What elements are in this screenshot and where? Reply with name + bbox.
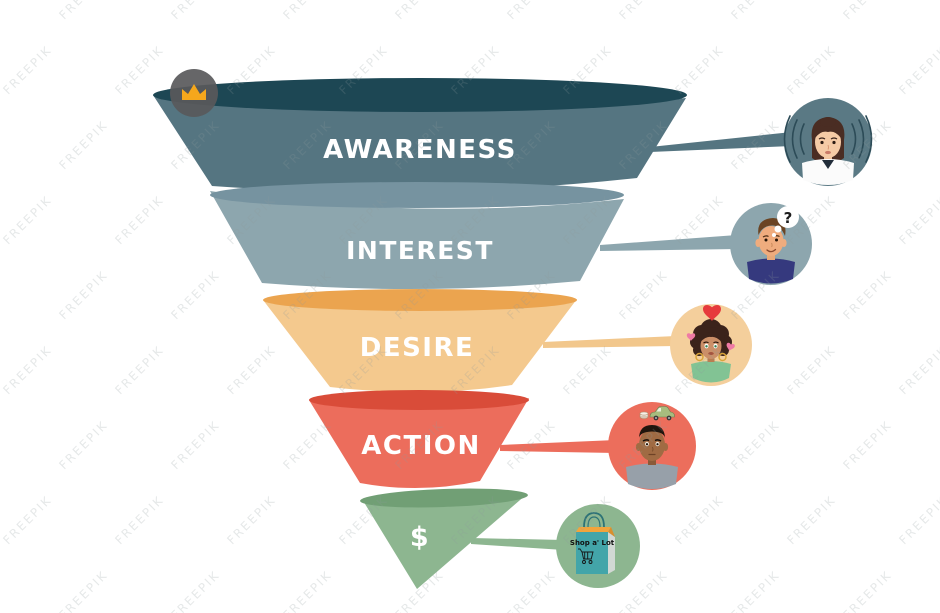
coin-top xyxy=(639,411,649,416)
funnel-stage-label: ACTION xyxy=(361,431,480,461)
coin-stack-icon xyxy=(639,411,649,419)
mouth-shape xyxy=(825,150,831,155)
mouth-shape xyxy=(708,352,714,355)
hair-fringe-shape xyxy=(700,332,722,342)
funnel-stage-mouth xyxy=(309,390,529,410)
funnel-stage-label: AWARENESS xyxy=(323,135,517,165)
eye-right xyxy=(775,238,778,242)
funnel-stage-body xyxy=(210,191,624,290)
eyebrow-left xyxy=(642,439,650,442)
car-window xyxy=(656,408,661,412)
funnel-stage-label: DESIRE xyxy=(360,333,475,363)
stage-icon-circle-desire xyxy=(670,304,752,386)
funnel-stage-mouth xyxy=(360,488,528,508)
hair-bun-shape xyxy=(820,117,836,127)
man-question-thought-icon: ? xyxy=(747,206,799,284)
eye-right xyxy=(832,140,836,145)
bag-side-shape xyxy=(608,532,615,574)
stage-awareness: AWARENESS xyxy=(153,78,873,192)
shopping-bag-icon: Shop a' Lot xyxy=(570,512,615,574)
stage-purchase: $ Shop a' Lot xyxy=(360,488,640,589)
funnel-stage-mouth xyxy=(210,182,624,208)
bag-label: Shop a' Lot xyxy=(570,539,615,547)
eye-left xyxy=(764,238,768,242)
stage-icon-circle-purchase: Shop a' Lot xyxy=(556,504,640,588)
bubble-trail xyxy=(774,225,782,233)
car-hub-right xyxy=(668,417,670,419)
shirt-shape xyxy=(747,258,795,284)
stage-action: ACTION xyxy=(309,390,696,490)
iris-right xyxy=(714,345,717,348)
car-thought-icon xyxy=(649,406,675,421)
mouth-shape xyxy=(766,248,777,253)
man-buying-car-icon xyxy=(626,406,678,489)
car-body xyxy=(649,406,675,418)
top-shape xyxy=(691,361,731,383)
nose-shape xyxy=(771,242,773,248)
cart-sketch xyxy=(578,548,594,564)
small-heart-left-icon xyxy=(686,333,696,341)
face-shape xyxy=(815,126,841,158)
funnel-stage-body xyxy=(362,494,527,589)
connector-line-interest xyxy=(600,235,737,251)
face-shape xyxy=(639,429,665,461)
funnel-stage-label: INTEREST xyxy=(346,236,494,265)
coat-shape xyxy=(802,159,854,185)
connector-line-desire xyxy=(543,336,676,348)
car-hub-left xyxy=(655,417,657,419)
eyebrow-right xyxy=(713,341,719,344)
premium-badge xyxy=(170,69,218,117)
stage-interest: INTEREST ? xyxy=(210,182,812,290)
nose-shape xyxy=(651,446,654,452)
woman-sound-waves-icon xyxy=(783,115,873,185)
iris-left xyxy=(705,345,708,348)
hair-bangs-shape xyxy=(815,124,841,138)
bubble-cloud xyxy=(777,206,799,228)
crown-icon xyxy=(182,84,206,100)
collar-shape xyxy=(822,160,834,169)
pupil-left xyxy=(645,443,649,446)
bag-front-shape xyxy=(576,532,608,574)
bag-handle-inner xyxy=(587,516,601,528)
shirt-shape xyxy=(626,463,678,489)
bubble-trail-small xyxy=(772,233,776,237)
earring-left xyxy=(695,352,704,362)
face-shape xyxy=(758,226,784,256)
stage-desire: DESIRE xyxy=(263,289,752,393)
connector-line-purchase xyxy=(471,538,564,550)
funnel-stage-label: $ xyxy=(410,522,430,553)
sound-wave-arcs-left xyxy=(783,115,805,163)
stage-icon-circle-awareness xyxy=(783,98,873,186)
connector-line-awareness xyxy=(650,132,792,152)
nose-shape xyxy=(827,144,829,150)
eyebrow-left xyxy=(762,235,769,238)
hair-shape xyxy=(639,425,665,439)
funnel-stage-body xyxy=(309,398,529,489)
connector-line-action xyxy=(500,440,616,453)
small-heart-right-icon xyxy=(726,342,735,351)
bag-top-strip xyxy=(576,527,611,532)
face-shape xyxy=(700,333,722,359)
thought-bubble: ? xyxy=(772,206,799,237)
funnel-stage-mouth xyxy=(263,289,577,311)
eyebrow-left xyxy=(818,137,826,140)
stage-icon-circle-action xyxy=(608,402,696,490)
earring-right xyxy=(718,352,727,362)
stage-icon-circle-interest: ? xyxy=(730,203,812,285)
funnel-stage-mouth xyxy=(153,78,687,112)
sound-wave-arcs-right xyxy=(851,115,873,163)
eye-left xyxy=(820,140,824,145)
woman-hearts-icon xyxy=(686,304,735,383)
funnel-stage-body xyxy=(263,299,577,393)
eyebrow-right xyxy=(654,439,662,442)
eyebrow-right xyxy=(830,137,838,140)
pupil-right xyxy=(656,443,659,446)
bag-top-strip-side xyxy=(608,527,615,537)
question-mark: ? xyxy=(784,209,793,227)
eyebrow-left xyxy=(703,341,709,344)
funnel-stage-body xyxy=(153,95,686,192)
big-heart-icon xyxy=(703,304,721,321)
bag-handle-outer xyxy=(583,512,605,528)
